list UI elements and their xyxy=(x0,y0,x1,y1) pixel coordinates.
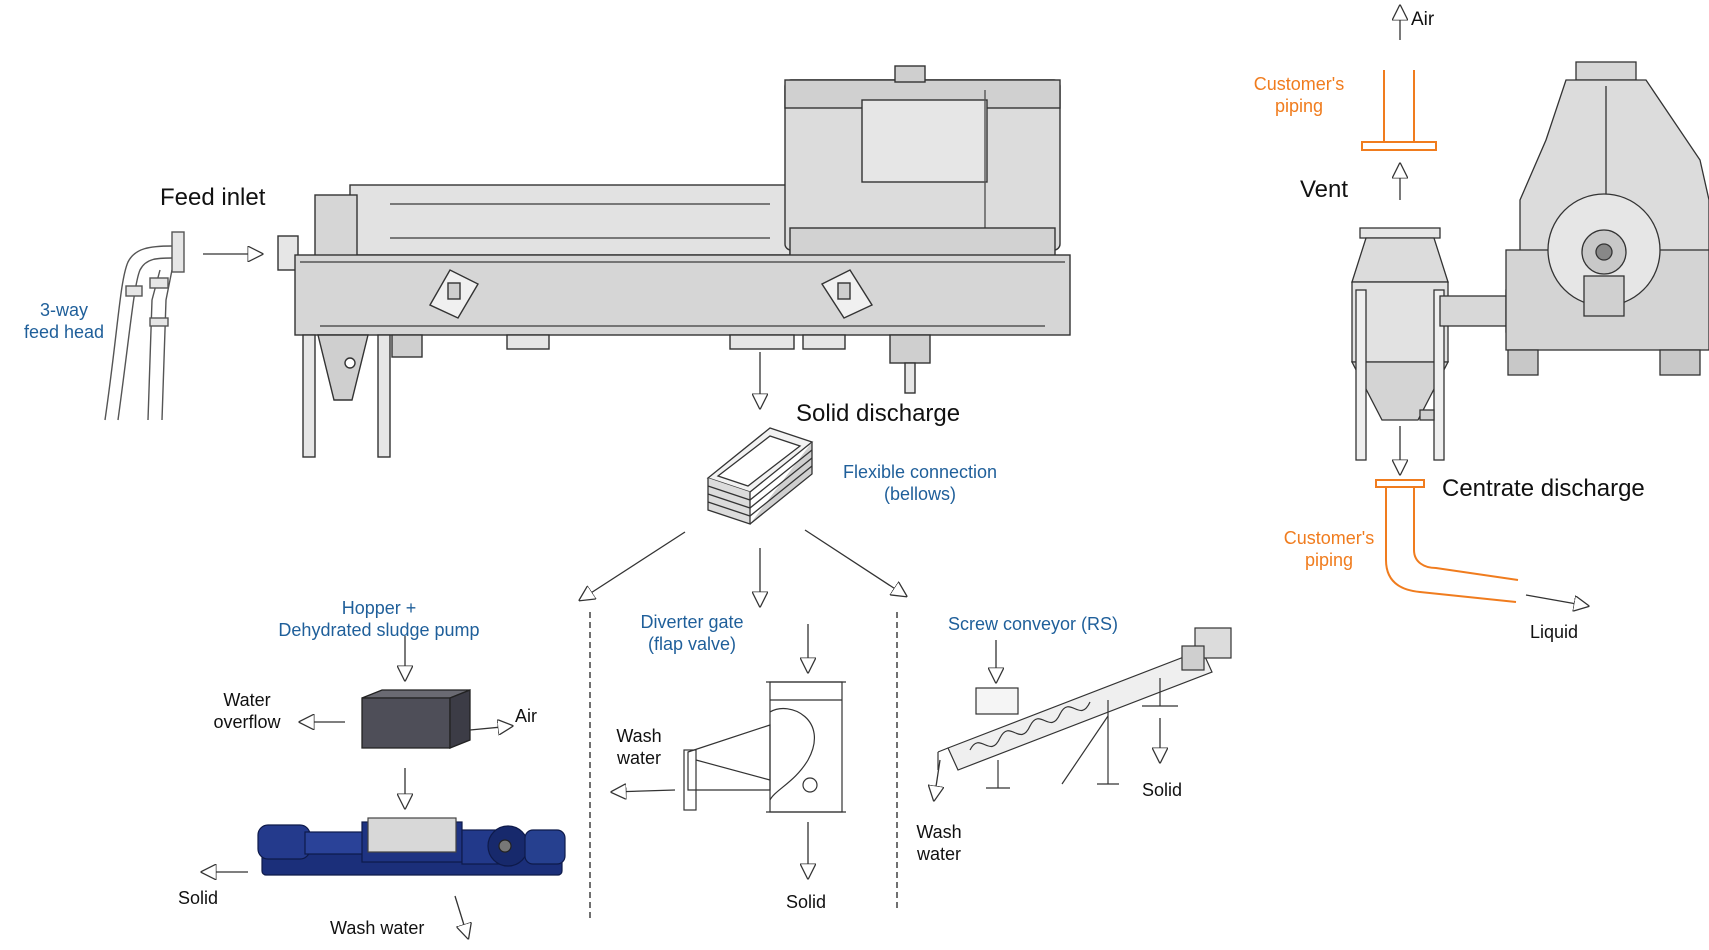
hopper-pump-line2: Dehydrated sludge pump xyxy=(278,619,480,640)
liquid-label: Liquid xyxy=(1530,622,1579,642)
pump-wash-water-arrow xyxy=(454,895,468,938)
diverter-wash-line2: water xyxy=(616,747,661,768)
screw-wash-water-label: Wash water xyxy=(904,822,974,865)
screw-conveyor-drawing xyxy=(937,627,1232,789)
customers-piping-bottom-line2: piping xyxy=(1304,549,1354,570)
hopper-pump-label: Hopper + Dehydrated sludge pump xyxy=(252,598,506,641)
screw-wash-line1: Wash xyxy=(916,822,962,842)
diverter-wash-line1: Wash xyxy=(616,726,662,746)
three-way-feed-head-line2: feed head xyxy=(23,321,105,342)
diverter-gate-label: Diverter gate (flap valve) xyxy=(618,612,766,655)
screw-solid-label: Solid xyxy=(1142,780,1183,800)
screw-conveyor-label: Screw conveyor (RS) xyxy=(948,614,1119,634)
customers-piping-bottom-line1: Customer's xyxy=(1283,528,1375,548)
pump-solid-label: Solid xyxy=(178,888,219,908)
diverter-gate-line1: Diverter gate xyxy=(640,612,744,632)
diverter-wash-water-label: Wash water xyxy=(604,726,674,769)
feed-inlet-label: Feed inlet xyxy=(160,184,266,211)
liquid-arrow xyxy=(1525,594,1588,606)
centrate-discharge-label: Centrate discharge xyxy=(1442,475,1645,502)
flexible-connection-bellows xyxy=(706,427,814,525)
vent-label: Vent xyxy=(1300,176,1349,203)
pump-wash-water-label: Wash water xyxy=(330,918,425,938)
screw-wash-line2: water xyxy=(916,843,961,864)
screw-wash-arrow xyxy=(934,759,940,800)
customers-piping-bottom xyxy=(1375,479,1519,603)
customers-piping-top-line1: Customer's xyxy=(1253,74,1345,94)
water-overflow-line2: overflow xyxy=(213,711,281,732)
customers-piping-top-line2: piping xyxy=(1274,95,1324,116)
three-way-feed-head xyxy=(104,231,185,421)
decanter-centrifuge xyxy=(277,65,1071,458)
vent-cyclone xyxy=(1350,227,1525,461)
solid-discharge-label: Solid discharge xyxy=(796,400,961,427)
vent-air-label: Air xyxy=(1411,9,1435,30)
hopper-air-arrow xyxy=(469,726,512,730)
flexible-connection-line1: Flexible connection xyxy=(842,462,998,482)
three-way-feed-head-line1: 3-way xyxy=(39,300,88,320)
decanter-end-view xyxy=(1505,61,1709,376)
hopper-pump-line1: Hopper + xyxy=(341,598,417,618)
diverter-gate-line2: (flap valve) xyxy=(647,633,737,654)
water-overflow-line1: Water xyxy=(223,690,271,710)
customers-piping-top-label: Customer's piping xyxy=(1236,74,1362,117)
diverter-solid-label: Solid xyxy=(786,892,827,912)
hopper-air-label: Air xyxy=(515,706,537,726)
hopper xyxy=(361,689,471,749)
water-overflow-label: Water overflow xyxy=(198,690,296,733)
customers-piping-top xyxy=(1361,70,1437,151)
three-way-feed-head-label: 3-way feed head xyxy=(12,300,116,343)
customers-piping-bottom-label: Customer's piping xyxy=(1266,528,1392,571)
diverter-gate-drawing xyxy=(683,681,846,813)
distribution-arrows xyxy=(580,529,906,606)
flexible-connection-label: Flexible connection (bellows) xyxy=(820,462,1020,505)
dehydrated-sludge-pump xyxy=(257,817,566,876)
flexible-connection-line2: (bellows) xyxy=(883,483,957,504)
diverter-wash-arrow xyxy=(612,790,676,792)
